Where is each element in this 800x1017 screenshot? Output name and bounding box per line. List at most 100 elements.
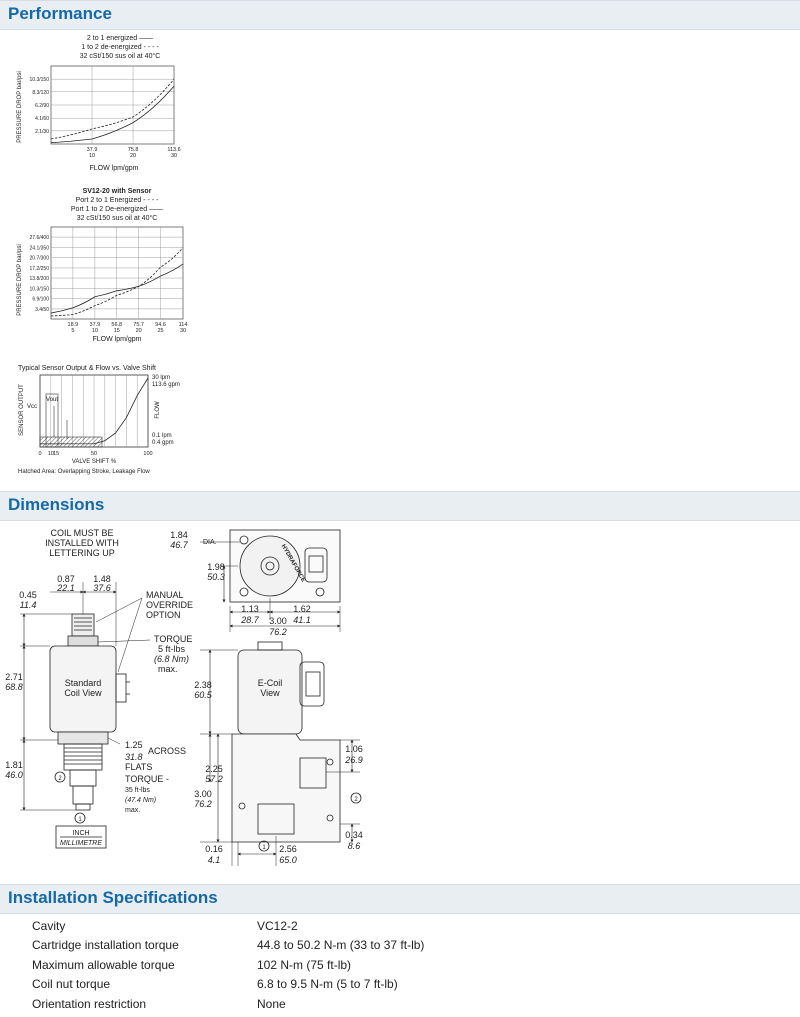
table-row: Cartridge installation torque 44.8 to 50…: [32, 936, 424, 956]
port-label: 1: [78, 817, 82, 823]
torque-coil: (6.8 Nm): [154, 654, 189, 664]
dim-mm: 8.6: [348, 841, 361, 851]
series-line: [50, 85, 175, 144]
standard-coil-label: Coil View: [64, 688, 102, 698]
torque-cart: 35 ft-lbs: [125, 787, 150, 794]
torque-cart: (47.4 Nm): [125, 797, 156, 804]
chart-series: [50, 78, 175, 144]
chart-series: [50, 247, 184, 317]
y-tick-label: 24.1/350: [30, 245, 50, 251]
section-header-performance: Performance: [0, 0, 800, 30]
dim-mm: 26.9: [344, 755, 363, 765]
y-tick-label: 2.1/30: [35, 129, 49, 135]
x-tick-label-secondary: 25: [157, 328, 163, 334]
x-tick-label: 10: [48, 451, 54, 457]
x-tick-label-secondary: 10: [92, 328, 98, 334]
dim-inch: 1.62: [293, 604, 311, 614]
spec-label: Coil nut torque: [32, 977, 111, 992]
manual-override: OPTION: [146, 610, 181, 620]
right-bottom-label: 0.1 lpm: [152, 433, 172, 439]
across-flats: ACROSS: [148, 746, 186, 756]
dim-mm: 76.2: [194, 799, 212, 809]
vout-box: [45, 393, 59, 448]
dim-inch: 3.00: [269, 616, 287, 626]
y-tick-label: 10.3/150: [30, 286, 50, 292]
dim-inch: 0.16: [205, 844, 223, 854]
spec-label: Cavity: [32, 918, 66, 933]
table-row: Coil nut torque 6.8 to 9.5 N-m (5 to 7 f…: [32, 975, 424, 995]
x-tick-label: 94.6: [155, 322, 166, 328]
dim-mm: 41.1: [293, 615, 311, 625]
spec-label: Cartridge installation torque: [32, 938, 179, 953]
coil-note-line: INSTALLED WITH: [45, 538, 119, 548]
dim-mm: 76.2: [269, 627, 287, 637]
ecoil-label: View: [260, 688, 280, 698]
spec-value: None: [257, 996, 286, 1011]
dim-inch: 2.25: [205, 764, 223, 774]
x-axis-label: FLOW lpm/gpm: [92, 336, 141, 343]
section-title: Performance: [8, 4, 112, 23]
chart-title: SV12-20 with Sensor: [83, 188, 152, 195]
chart-grid: [50, 65, 175, 145]
spec-value: 6.8 to 9.5 N-m (5 to 7 ft-lb): [257, 977, 398, 992]
x-tick-label: 114: [179, 322, 188, 328]
chart-series: [39, 377, 149, 445]
dim-mm: 60.5: [194, 690, 213, 700]
x-tick-label-secondary: 30: [180, 328, 186, 334]
x-tick-label: 37.9: [90, 322, 101, 328]
chart-grid: [50, 375, 138, 447]
right-top-label: 30 lpm: [152, 375, 170, 381]
x-axis-label: VALVE SHIFT %: [72, 459, 117, 465]
dim-inch: 0.45: [19, 590, 37, 600]
section-header-installation: Installation Specifications: [0, 884, 800, 914]
y-tick-label: 6.2/90: [35, 103, 49, 109]
x-axis-label: FLOW lpm/gpm: [89, 165, 138, 172]
port-label: 2: [354, 797, 358, 803]
y-tick-label: 17.2/250: [30, 266, 50, 272]
coil-note-line: LETTERING UP: [49, 548, 115, 558]
torque-cart: TORQUE -: [125, 774, 169, 784]
y-tick-label: 8.3/120: [32, 90, 49, 96]
torque-coil: max.: [158, 664, 178, 674]
plot-frame: [50, 226, 184, 320]
chart-sensor-output: Typical Sensor Output & Flow vs. Valve S…: [18, 365, 180, 475]
spec-table: Cavity VC12-2 Cartridge installation tor…: [32, 916, 424, 1014]
x-tick-label: 18.9: [68, 322, 79, 328]
section-header-dimensions: Dimensions: [0, 491, 800, 521]
y-axis-label-left: SENSOR OUTPUT: [19, 384, 25, 436]
x-tick-label: 50: [91, 451, 97, 457]
y-axis-label: PRESSURE DROP bar/psi: [17, 244, 23, 316]
y-axis-label-right: FLOW: [155, 401, 161, 419]
torque-coil: TORQUE: [154, 634, 192, 644]
hatched-area: [40, 437, 102, 447]
spec-value: 44.8 to 50.2 N-m (33 to 37 ft-lb): [257, 938, 425, 953]
vout-label: Vout: [46, 397, 58, 403]
legend-line: 32 cSt/150 sus oil at 40°C: [77, 214, 158, 222]
right-bottom-label: 0.4 gpm: [152, 440, 174, 446]
x-tick-label: 56.8: [111, 322, 122, 328]
dim-inch: 0.34: [345, 830, 363, 840]
ecoil-label: E-Coil: [258, 678, 283, 688]
dim-mm: 11.4: [20, 600, 37, 610]
x-tick-label: 37.9: [87, 147, 98, 153]
standard-coil-label: Standard: [65, 678, 102, 688]
dim-mm: 50.3: [207, 572, 225, 582]
y-tick-label: 27.6/400: [30, 235, 50, 241]
dim-mm: 57.2: [205, 774, 223, 784]
legend-line: 1 to 2 de-energized - - - -: [81, 44, 159, 51]
table-row: Orientation restriction None: [32, 994, 424, 1014]
dim-mm: 31.8: [125, 752, 143, 762]
y-tick-label: 6.9/100: [32, 297, 49, 303]
chart-title: Typical Sensor Output & Flow vs. Valve S…: [18, 365, 156, 372]
dim-mm: 22.1: [56, 583, 75, 593]
across-flats: FLATS: [125, 762, 152, 772]
dim-inch: 2.38: [194, 680, 212, 690]
dim-inch: 3.00: [194, 789, 212, 799]
x-tick-label-secondary: 15: [114, 328, 120, 334]
unit-inch: INCH: [72, 830, 89, 837]
spec-label: Orientation restriction: [32, 996, 147, 1011]
